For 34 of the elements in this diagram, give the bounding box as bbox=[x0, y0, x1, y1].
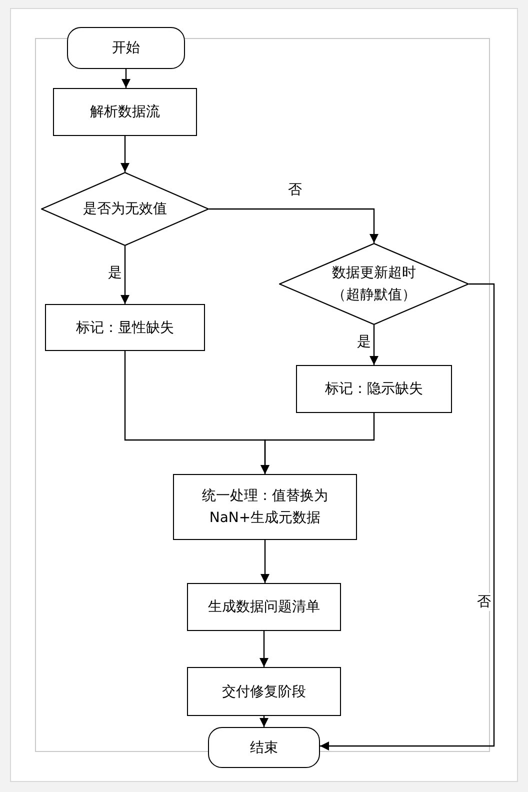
node-label: 交付修复阶段 bbox=[222, 682, 306, 702]
edge-label: 是 bbox=[108, 264, 122, 282]
terminal-box bbox=[208, 727, 320, 768]
node-label: 生成数据问题清单 bbox=[208, 598, 320, 617]
node-label: 数据更新超时（超静默值） bbox=[331, 264, 417, 305]
node-label: 解析数据流 bbox=[90, 103, 160, 122]
terminal-box bbox=[67, 27, 185, 69]
process-box bbox=[53, 88, 197, 136]
edge-label: 否 bbox=[288, 181, 302, 199]
arrow bbox=[120, 246, 130, 304]
process-box bbox=[45, 304, 205, 351]
node-label: 开始 bbox=[112, 39, 140, 58]
decision-diamond bbox=[41, 172, 209, 246]
arrow bbox=[320, 283, 495, 750]
arrow bbox=[370, 325, 378, 365]
arrow bbox=[209, 208, 378, 243]
node-label: 标记：隐示缺失 bbox=[325, 380, 423, 399]
process-box bbox=[296, 365, 452, 413]
arrow bbox=[260, 631, 268, 667]
arrow bbox=[260, 716, 268, 727]
arrow bbox=[120, 136, 130, 172]
process-box bbox=[187, 667, 341, 716]
process-box bbox=[173, 474, 357, 540]
node-label: 结束 bbox=[250, 738, 278, 758]
node-label: 是否为无效值 bbox=[83, 200, 167, 219]
arrow bbox=[122, 69, 130, 88]
decision-diamond bbox=[279, 243, 469, 325]
node-label: 统一处理：值替换为NaN+生成元数据 bbox=[201, 487, 329, 528]
edge-label: 否 bbox=[477, 593, 491, 611]
process-box bbox=[187, 583, 341, 631]
node-label: 标记：显性缺失 bbox=[76, 318, 174, 338]
arrow bbox=[260, 413, 375, 474]
edge-label: 是 bbox=[357, 333, 371, 351]
arrow bbox=[260, 540, 270, 583]
